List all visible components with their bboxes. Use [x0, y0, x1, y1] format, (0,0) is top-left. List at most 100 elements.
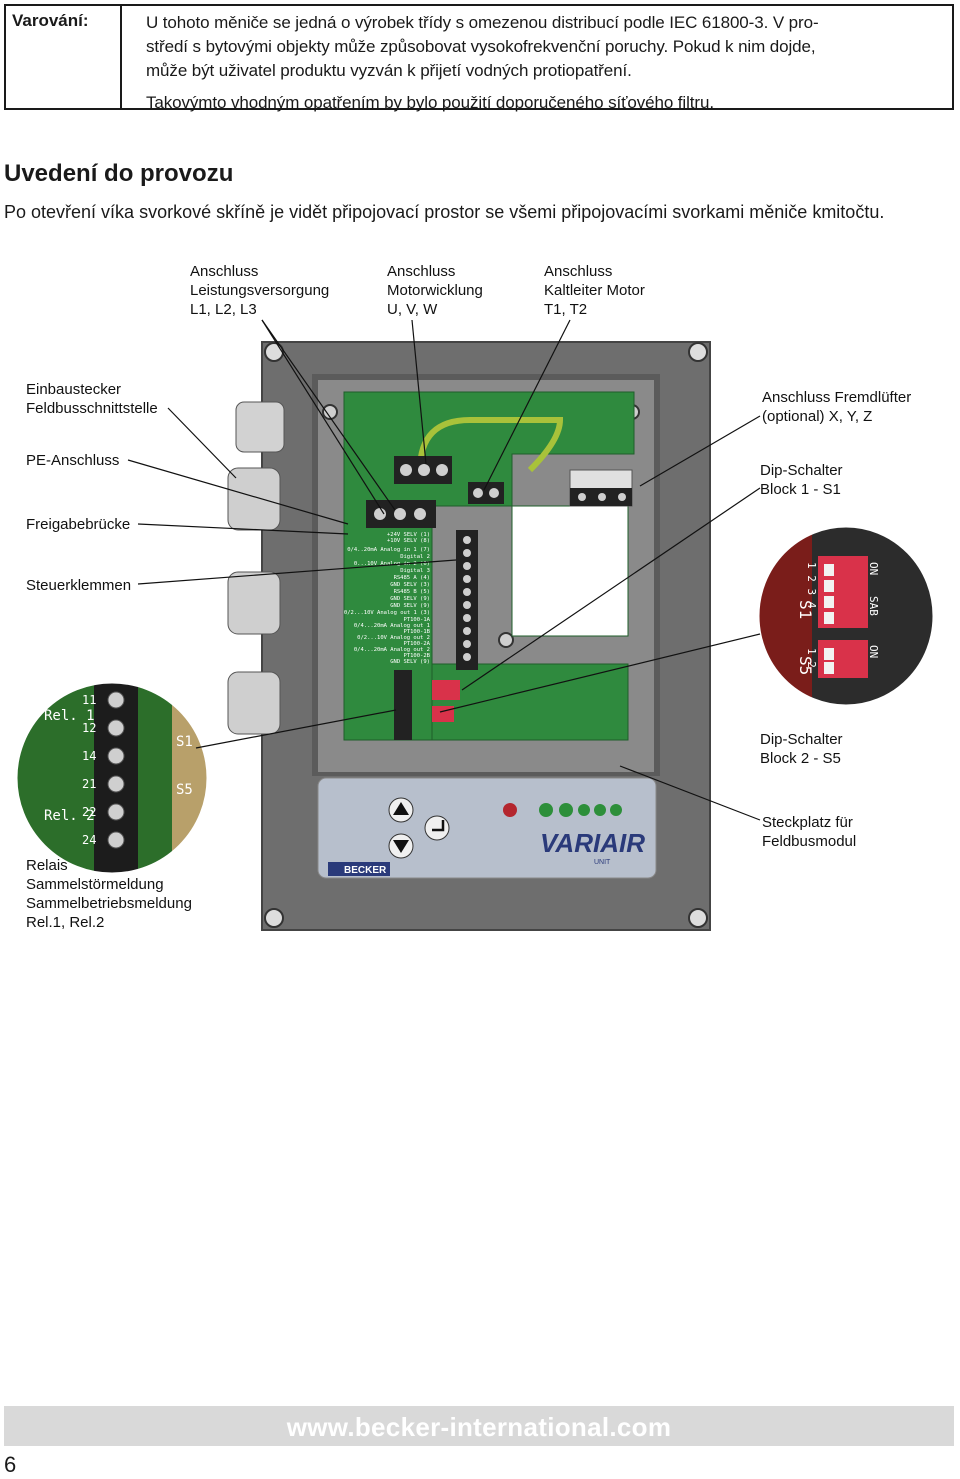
terminal-legend-item: 0/4..20mA Analog in 1 (7)	[347, 547, 430, 553]
product-logo-sub: UNIT	[594, 859, 611, 866]
label-enable-bridge: Freigabebrücke	[26, 516, 131, 533]
label-ptc-connection: Anschluss Kaltleiter Motor T1, T2	[544, 262, 645, 319]
status-led-icon	[559, 803, 573, 817]
label-line: Sammelstörmeldung	[26, 876, 164, 893]
terminal-legend-item: GND SELV (3)	[390, 582, 430, 588]
label-fieldbus-slot: Steckplatz für Feldbusmodul	[762, 813, 856, 851]
relay-terminal-number: 12	[82, 721, 96, 735]
label-line: L1, L2, L3	[190, 301, 257, 318]
warning-line: Takovýmto vhodným opatřením by bylo použ…	[146, 93, 714, 112]
label-line: Steckplatz für	[762, 814, 853, 831]
label-fieldbus-plug: Einbaustecker Feldbusschnittstelle	[26, 380, 158, 418]
label-line: Sammelbetriebsmeldung	[26, 895, 192, 912]
relay-label-1: Rel. 1	[44, 708, 95, 724]
terminal-legend-item: RS485 A (4)	[394, 575, 430, 581]
terminal-block-control	[394, 530, 478, 740]
terminal-legend-item: GND SELV (9)	[390, 659, 430, 665]
product-logo: VARIAIR	[540, 828, 645, 858]
dip-on-label: ON	[867, 645, 880, 658]
status-led-icon	[594, 804, 606, 816]
relay-terminal-number: 14	[82, 749, 96, 763]
relay-terminal-number: 24	[82, 833, 96, 847]
label-line: Kaltleiter Motor	[544, 282, 645, 299]
terminal-block-fan	[570, 488, 632, 506]
label-fan-connection: Anschluss Fremdlüfter (optional) X, Y, Z	[762, 388, 911, 426]
dip-on-label: ON	[867, 562, 880, 575]
label-relay: Relais Sammelstörmeldung Sammelbetriebsm…	[26, 856, 192, 932]
label-pe-connection: PE-Anschluss	[26, 452, 120, 469]
label-line: Einbaustecker	[26, 381, 122, 398]
label-line: Feldbusmodul	[762, 833, 857, 850]
label-control-terminals: Steuerklemmen	[26, 577, 132, 594]
relay-terminal-number: 21	[82, 777, 96, 791]
fault-led-icon	[503, 803, 517, 817]
label-line: Feldbusschnittstelle	[26, 400, 158, 417]
section-title: Uvedení do provozu	[4, 160, 234, 187]
warning-line: středí s bytovými objekty může způsobova…	[146, 37, 816, 56]
cable-glands	[227, 401, 285, 735]
label-line: U, V, W	[387, 301, 438, 318]
label-motor-connection: Anschluss Motorwicklung U, V, W	[387, 262, 483, 319]
label-dip-s1: Dip-Schalter Block 1 - S1	[760, 461, 843, 499]
enter-icon	[432, 820, 445, 832]
label-power-connection: Anschluss Leistungsversorgung L1, L2, L3	[190, 262, 329, 319]
terminal-block-motor	[394, 456, 452, 484]
dip-s1-zoom-label: S1	[176, 734, 193, 750]
label-line: Rel.1, Rel.2	[26, 914, 105, 931]
label-line: Block 1 - S1	[760, 481, 841, 498]
terminal-legend-item: PT100-1A	[404, 617, 431, 623]
terminal-legend-item: 0...10V Analog in 2 (6)	[354, 561, 430, 567]
dip-numbers: 1 2 3 4	[805, 562, 818, 609]
warning-line: U tohoto měniče se jedná o výrobek třídy…	[146, 13, 819, 32]
terminal-legend-item: +10V SELV (8)	[387, 538, 430, 544]
dip-numbers: 1 2	[805, 648, 818, 668]
label-line: Dip-Schalter	[760, 462, 843, 479]
status-led-icon	[539, 803, 553, 817]
brand-logo: BECKER	[344, 865, 387, 876]
relay-label-2: Rel. 2	[44, 808, 95, 824]
label-line: Anschluss Fremdlüfter	[762, 389, 912, 406]
page-number: 6	[4, 1452, 17, 1477]
terminal-legend-item: Digital 2	[400, 554, 430, 560]
dip-s5-label: S5	[796, 656, 815, 675]
terminal-legend-item: 0/4...20mA Analog out 1	[354, 623, 430, 629]
relay-terminal-number: 11	[82, 693, 96, 707]
terminal-block-ptc	[468, 482, 504, 504]
terminal-legend-item: 0/4...20mA Analog out 2	[354, 647, 430, 653]
label-line: Block 2 - S5	[760, 750, 841, 767]
label-line: Anschluss	[387, 263, 456, 280]
label-line: Relais	[26, 857, 68, 874]
terminal-legend-item: GND SELV (9)	[390, 603, 430, 609]
leader-lines	[127, 319, 761, 821]
label-line: Anschluss	[544, 263, 613, 280]
status-led-icon	[578, 804, 590, 816]
terminal-legend-item: 0/2...10V Analog out 2	[357, 635, 430, 641]
dip-sab-label: SAB	[867, 596, 880, 616]
footer-url: www.becker-international.com	[286, 1412, 672, 1442]
terminal-legend-item: GND SELV (9)	[390, 596, 430, 602]
label-line: Dip-Schalter	[760, 731, 843, 748]
terminal-legend: +24V SELV (1) +10V SELV (8) 0/4..20mA An…	[344, 532, 431, 665]
dip-zoom: S1 S5 ON SAB ON 1 2 3 4 1 2	[756, 524, 936, 708]
warning-label: Varování:	[6, 6, 122, 108]
relay-zoom: 11 12 14 21 22 24 Rel. 1 Rel. 2 S1 S5	[14, 680, 210, 876]
terminal-legend-item: PT100-2A	[404, 641, 431, 647]
terminal-legend-item: RS485 B (5)	[394, 589, 430, 595]
terminal-legend-item: +24V SELV (1)	[387, 532, 430, 538]
label-line: (optional) X, Y, Z	[762, 408, 873, 425]
label-dip-s5: Dip-Schalter Block 2 - S5	[760, 730, 843, 768]
label-line: Anschluss	[190, 263, 259, 280]
up-arrow-icon	[393, 802, 409, 815]
terminal-legend-item: Digital 3	[400, 568, 430, 574]
dip-s1-label: S1	[796, 600, 815, 619]
relay-terminal-number: 22	[82, 805, 96, 819]
fieldbus-slot	[511, 505, 629, 637]
warning-text: U tohoto měniče se jedná o výrobek třídy…	[122, 6, 952, 112]
status-led-icon	[610, 804, 622, 816]
footer-bar: www.becker-international.com	[4, 1406, 954, 1446]
section-intro: Po otevření víka svorkové skříně je vidě…	[4, 202, 885, 222]
operating-panel: VARIAIR UNIT BECKER	[317, 777, 657, 879]
label-line: Motorwicklung	[387, 282, 483, 299]
terminal-block-power	[366, 500, 436, 528]
